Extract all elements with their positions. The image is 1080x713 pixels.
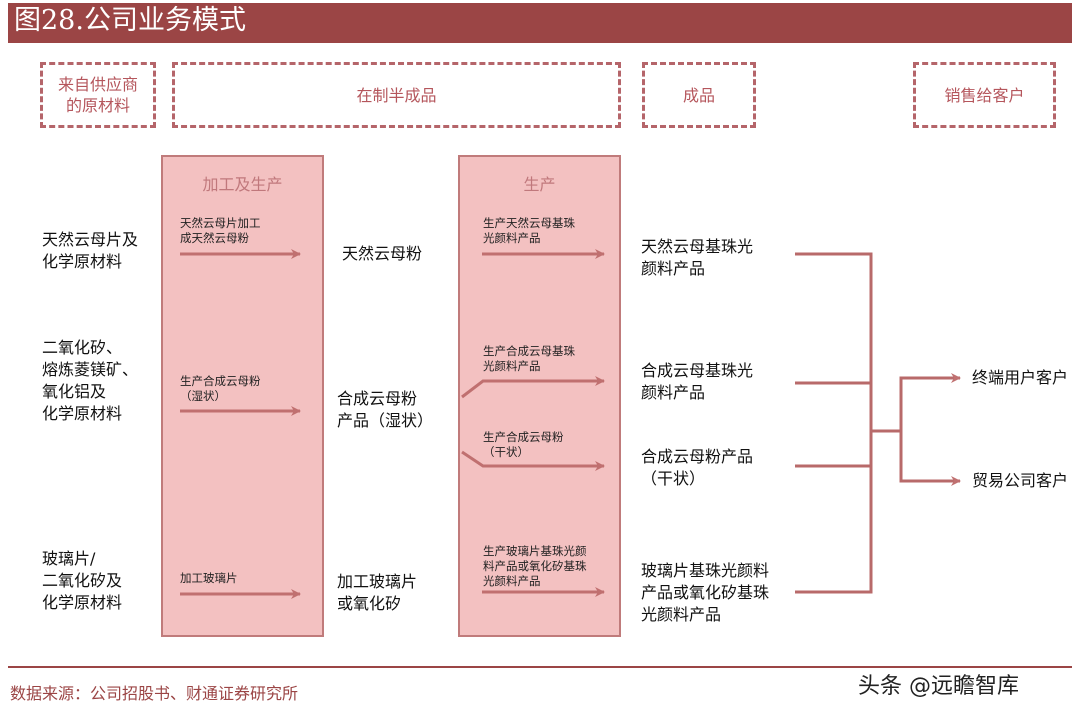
- customer: 终端用户客户: [972, 368, 1069, 387]
- raw-material: 天然云母片及 化学原材料: [42, 230, 139, 271]
- panel-process-title: 加工及生产: [202, 175, 283, 194]
- customer: 贸易公司客户: [972, 471, 1069, 490]
- arrow: [899, 376, 958, 483]
- product: 合成云母粉产品 （干状）: [641, 447, 754, 488]
- stage-finished: 成品: [642, 62, 756, 128]
- product: 玻璃片基珠光颜料 产品或氧化矽基珠 光颜料产品: [641, 561, 770, 624]
- intermediate: 合成云母粉 产品（湿状）: [337, 389, 434, 430]
- stage-wip: 在制半成品: [172, 62, 621, 128]
- watermark: 头条 @远瞻智库: [858, 674, 1019, 699]
- intermediate: 天然云母粉: [342, 244, 423, 263]
- produce-step: 生产合成云母粉 （干状）: [483, 430, 564, 459]
- produce-step: 生产玻璃片基珠光颜 料产品或氧化矽基珠 光颜料产品: [483, 544, 587, 588]
- produce-step: 生产合成云母基珠 光颜料产品: [483, 344, 575, 373]
- product: 合成云母基珠光 颜料产品: [641, 361, 754, 402]
- title-bar: [8, 3, 1072, 43]
- panel-produce: 生产: [458, 155, 621, 637]
- product: 天然云母基珠光 颜料产品: [641, 237, 754, 278]
- arrow: [461, 450, 605, 471]
- intermediate: 加工玻璃片 或氧化矽: [337, 572, 418, 613]
- process-step: 天然云母片加工 成天然云母粉: [180, 216, 261, 245]
- stage-raw: 来自供应商 的原材料: [40, 62, 156, 128]
- arrow: [461, 376, 605, 399]
- produce-step: 生产天然云母基珠 光颜料产品: [483, 216, 575, 245]
- process-step: 加工玻璃片: [180, 571, 238, 585]
- panel-process: 加工及生产: [161, 155, 324, 637]
- raw-material: 二氧化矽、 熔炼菱镁矿、 氧化铝及 化学原材料: [42, 338, 139, 423]
- panel-produce-title: 生产: [523, 175, 556, 194]
- stage-sale: 销售给客户: [913, 62, 1056, 128]
- figure-title: 图28.公司业务模式: [14, 5, 246, 36]
- raw-material: 玻璃片/ 二氧化矽及 化学原材料: [42, 549, 123, 612]
- process-step: 生产合成云母粉 （湿状）: [180, 374, 261, 403]
- source-note: 数据来源：公司招股书、财通证券研究所: [10, 684, 299, 703]
- bracket-line: [795, 252, 873, 594]
